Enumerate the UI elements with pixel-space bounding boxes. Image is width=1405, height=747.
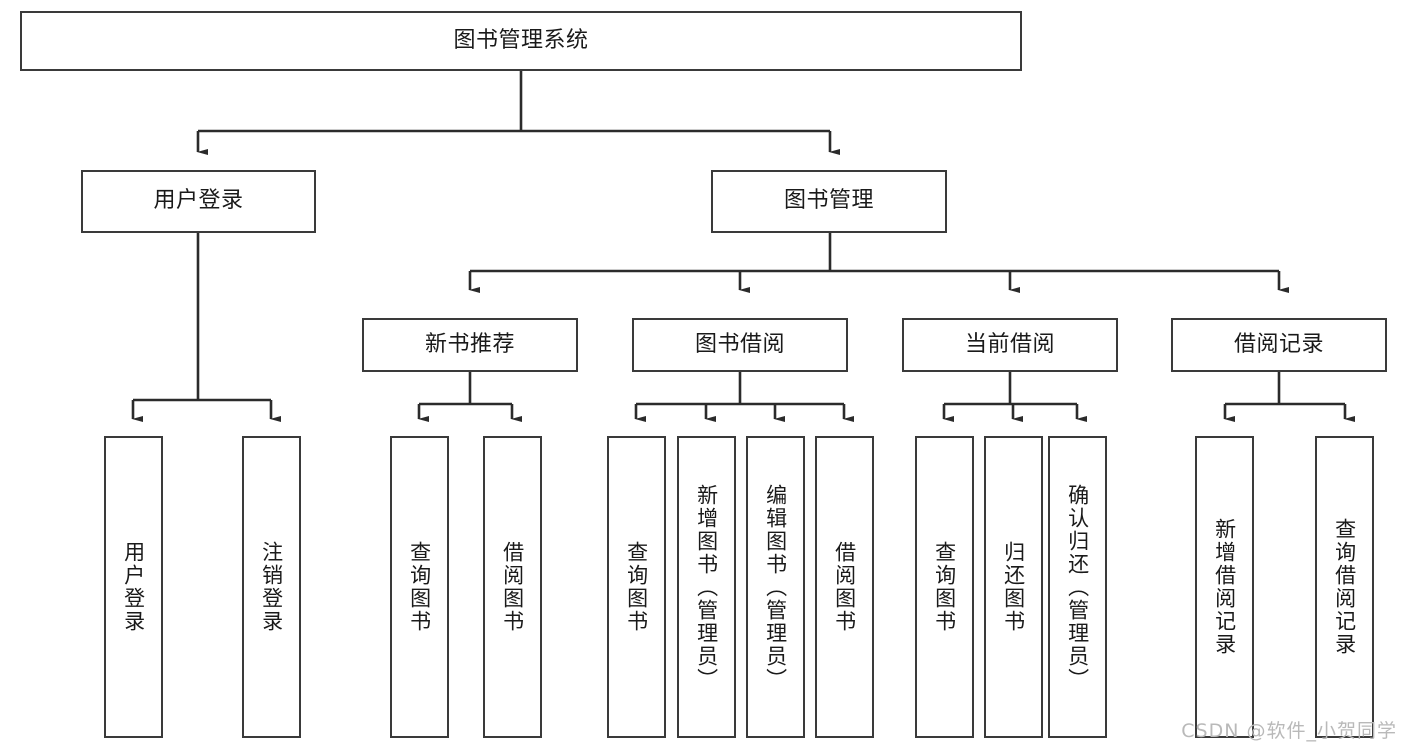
node-label: 借阅记录 <box>1233 331 1324 357</box>
node-label: 新书推荐 <box>424 331 515 357</box>
leaf-borrow-book[interactable]: 借阅图书 <box>815 436 874 738</box>
node-label: 新增图书（管理员） <box>694 483 719 691</box>
node-root-system[interactable]: 图书管理系统 <box>20 11 1022 71</box>
node-label: 归还图书 <box>1001 541 1026 633</box>
node-label: 用户登录 <box>153 188 244 214</box>
leaf-confirm-return-admin[interactable]: 确认归还（管理员） <box>1048 436 1107 738</box>
leaf-query-book-recommend[interactable]: 查询图书 <box>390 436 449 738</box>
node-label: 借阅图书 <box>832 541 857 633</box>
node-book-borrow[interactable]: 图书借阅 <box>632 318 848 372</box>
node-current-borrow[interactable]: 当前借阅 <box>902 318 1118 372</box>
leaf-logout-login[interactable]: 注销登录 <box>242 436 301 738</box>
leaf-query-book-current[interactable]: 查询图书 <box>915 436 974 738</box>
node-label: 图书借阅 <box>694 331 785 357</box>
node-label: 借阅图书 <box>500 541 525 633</box>
node-new-book-recommend[interactable]: 新书推荐 <box>362 318 578 372</box>
node-label: 图书管理 <box>783 188 874 214</box>
node-borrow-record[interactable]: 借阅记录 <box>1171 318 1387 372</box>
node-label: 查询图书 <box>624 541 649 633</box>
leaf-add-borrow-record[interactable]: 新增借阅记录 <box>1195 436 1254 738</box>
node-label: 编辑图书（管理员） <box>763 483 788 691</box>
node-label: 图书管理系统 <box>453 27 589 53</box>
node-label: 查询图书 <box>932 541 957 633</box>
leaf-add-book-admin[interactable]: 新增图书（管理员） <box>677 436 736 738</box>
node-label: 当前借阅 <box>964 331 1055 357</box>
node-label: 确认归还（管理员） <box>1065 483 1090 691</box>
node-book-management[interactable]: 图书管理 <box>711 170 947 233</box>
node-label: 查询图书 <box>407 541 432 633</box>
node-label: 查询借阅记录 <box>1332 518 1357 656</box>
node-label: 注销登录 <box>259 541 284 633</box>
leaf-query-borrow-record[interactable]: 查询借阅记录 <box>1315 436 1374 738</box>
leaf-borrow-book-recommend[interactable]: 借阅图书 <box>483 436 542 738</box>
leaf-query-book-borrow[interactable]: 查询图书 <box>607 436 666 738</box>
leaf-user-login[interactable]: 用户登录 <box>104 436 163 738</box>
leaf-return-book[interactable]: 归还图书 <box>984 436 1043 738</box>
node-user-login[interactable]: 用户登录 <box>81 170 316 233</box>
node-label: 用户登录 <box>121 541 146 633</box>
node-label: 新增借阅记录 <box>1212 518 1237 656</box>
leaf-edit-book-admin[interactable]: 编辑图书（管理员） <box>746 436 805 738</box>
